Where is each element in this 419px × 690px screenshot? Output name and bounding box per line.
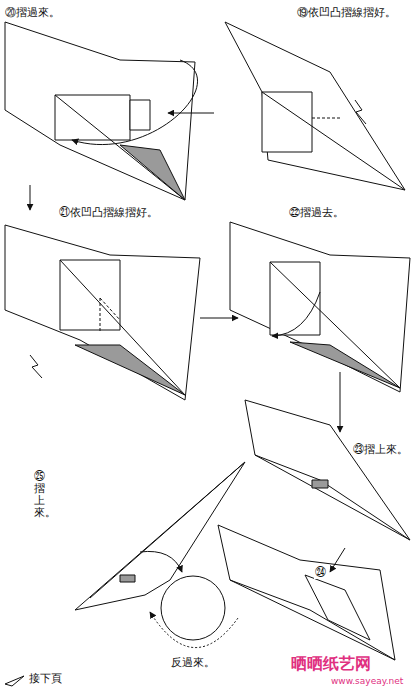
paper-outline [218,525,395,660]
paper-tab [130,100,150,130]
turn-over-arrow [150,612,238,648]
valley-fold-line [100,298,120,332]
paper-flap [55,95,130,140]
paper-outline [230,222,410,392]
paper-outline [75,462,245,610]
shaded-edge [312,480,328,488]
paper-flap [305,575,370,640]
watermark: 晒晒纸艺网 [290,654,372,673]
paper-outline [5,22,195,200]
step-arrow [330,548,345,572]
shaded-edge [120,575,135,582]
crease-line [270,262,400,388]
step-instruction: ㉑依凹凸摺線摺好。 [58,206,159,219]
fold-arrow [272,292,320,336]
turn-over-note: 反過來。 [170,656,216,669]
step-number: ㉔ [314,566,327,579]
watermark-url: www.sayeay.net [330,676,404,687]
step-instruction: ⑳摺過來。 [4,6,61,19]
continued-note: 接下頁 [28,672,63,685]
zigzag-symbol [30,355,42,378]
paper-flap [270,262,320,335]
fold-arrow [72,60,198,145]
paper-outline [245,400,410,540]
step-arrow [30,185,31,210]
step-arrow [340,372,341,432]
crease-line [90,462,245,598]
paper-flap [60,260,120,330]
paper-flap [262,92,312,152]
step-arrow [168,113,214,114]
page-turn-icon [5,676,24,686]
crease-line [262,92,405,190]
shaded-edge [75,345,185,395]
zigzag-symbol [355,100,366,124]
crease-line [55,95,185,200]
crease-line [230,580,395,660]
fold-arrow [140,551,182,572]
shaded-edge [290,342,400,388]
step-instruction: ⑲依凹凸摺線摺好。 [296,6,397,19]
paper-outline [5,225,200,400]
step-instruction: ㉕摺上來。 [34,470,45,520]
crease-line [255,455,410,540]
valley-fold-line [312,118,340,119]
turn-over-circle [161,576,225,640]
step-arrow [200,318,238,319]
paper-outline [225,22,405,190]
step-instruction: ㉒摺過去。 [288,206,345,219]
crease-line [60,260,185,395]
step-instruction: ㉓摺上來。 [352,443,409,456]
